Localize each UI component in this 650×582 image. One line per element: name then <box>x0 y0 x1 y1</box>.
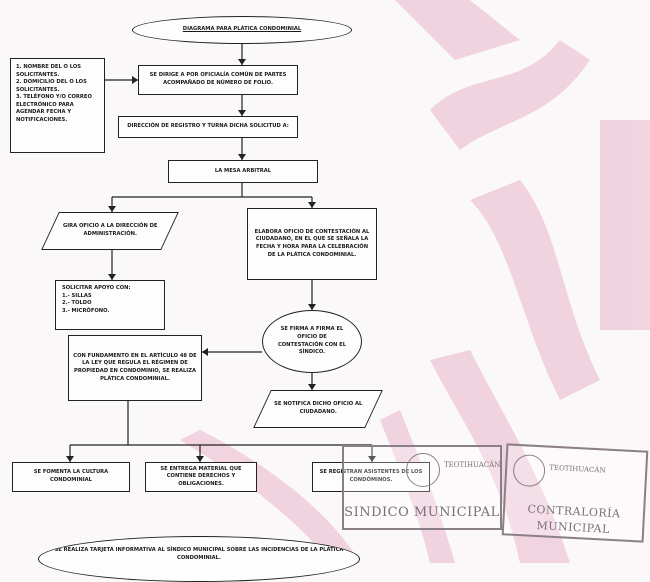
sindico-stamp-label: SINDICO MUNICIPAL <box>344 505 500 520</box>
requirements-box: 1. NOMBRE DEL O LOS SOLICITANTES. 2. DOM… <box>10 58 105 153</box>
sindico-stamp: TEOTIHUACÁN SINDICO MUNICIPAL <box>342 445 502 530</box>
sign-ellipse: SE FIRMA A FIRMA EL OFICIO DE CONTESTACI… <box>262 310 362 373</box>
support-item-2: 2.- TOLDO <box>62 300 92 307</box>
office-parallelogram-text: GIRA OFICIO A LA DIRECCIÓN DE ADMINISTRA… <box>62 223 158 237</box>
sindico-stamp-municipality: TEOTIHUACÁN <box>444 461 501 469</box>
arbitral-area-box: LA MESA ARBITRAL <box>168 160 318 183</box>
contraloria-seal-icon <box>512 453 546 488</box>
sindico-seal-icon <box>406 453 440 487</box>
legal-basis-box: CON FUNDAMENTO EN EL ARTÍCULO 48 DE LA L… <box>68 335 202 401</box>
support-list-box: SOLICITAR APOYO CON: 1.- SILLAS 2.- TOLD… <box>55 280 165 330</box>
support-item-1: 1.- SILLAS <box>62 292 92 299</box>
support-item-3: 3.- MICRÓFONO. <box>62 307 110 314</box>
arrow-heads <box>66 59 376 462</box>
requirement-1: 1. NOMBRE DEL O LOS SOLICITANTES. <box>16 64 82 78</box>
turn-step-box: DIRECCIÓN DE REGISTRO Y TURNA DICHA SOLI… <box>118 116 298 138</box>
notify-parallelogram: SE NOTIFICA DICHO OFICIO AL CIUDADANO. <box>253 390 383 428</box>
notify-parallelogram-text: SE NOTIFICA DICHO OFICIO AL CIUDADANO. <box>273 401 363 415</box>
contraloria-stamp-municipality: TEOTIHUACÁN <box>549 463 606 475</box>
outcome-box-2: SE ENTREGA MATERIAL QUE CONTIENE DERECHO… <box>145 462 257 492</box>
prepare-response-box: ELABORA OFICIO DE CONTESTACIÓN AL CIUDAD… <box>247 208 377 280</box>
requirement-3: 3. TELÉFONO Y/O CORREO ELECTRÓNICO PARA … <box>16 94 92 123</box>
contraloria-stamp: TEOTIHUACÁN CONTRALORÍA MUNICIPAL <box>501 443 649 543</box>
final-report-ellipse: SE REALIZA TARJETA INFORMATIVA AL SÍNDIC… <box>38 536 360 582</box>
outcome-box-1: SE FOMENTA LA CULTURA CONDOMINIAL <box>12 462 130 492</box>
office-parallelogram: GIRA OFICIO A LA DIRECCIÓN DE ADMINISTRA… <box>41 212 179 250</box>
diagram-title: DIAGRAMA PARA PLÁTICA CONDOMINIAL <box>132 16 352 44</box>
support-heading: SOLICITAR APOYO CON: <box>62 285 131 291</box>
requirement-2: 2. DOMICILIO DEL O LOS SOLICITANTES. <box>16 79 87 93</box>
request-step-box: SE DIRIGE A POR OFICIALÍA COMÚN DE PARTE… <box>138 65 298 95</box>
